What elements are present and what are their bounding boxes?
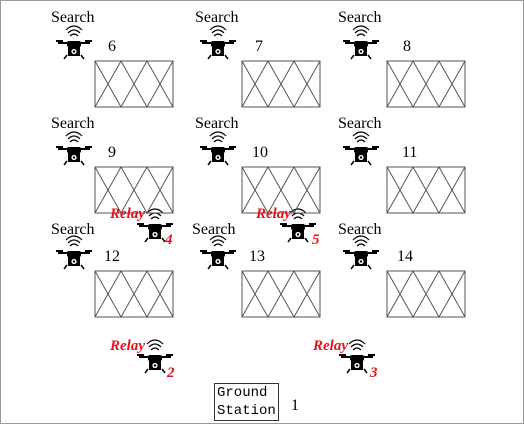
node-number: 11 <box>402 144 418 161</box>
relay-number: 5 <box>312 232 320 248</box>
search-drone-icon <box>342 25 380 60</box>
node-number: 9 <box>108 144 116 161</box>
search-label: Search <box>51 9 95 26</box>
search-label: Search <box>338 9 382 26</box>
search-label: Search <box>338 115 382 132</box>
node-number: 12 <box>104 248 120 265</box>
node-number: 6 <box>108 38 116 55</box>
ground-station-line2: Station <box>217 403 276 419</box>
search-drone-icon <box>55 25 93 60</box>
search-label: Search <box>192 221 236 238</box>
search-area-icon <box>386 270 466 318</box>
relay-label: Relay <box>110 206 145 222</box>
node-number: 14 <box>397 248 413 265</box>
search-drone-icon <box>55 235 93 270</box>
search-area-icon <box>241 270 321 318</box>
search-area-icon <box>241 60 321 108</box>
search-area-icon <box>94 270 174 318</box>
relay-label: Relay <box>110 338 145 354</box>
search-drone-icon <box>199 25 237 60</box>
relay-label: Relay <box>256 206 291 222</box>
search-drone-icon <box>55 131 93 166</box>
search-drone-icon <box>342 131 380 166</box>
search-label: Search <box>338 221 382 238</box>
node-number: 7 <box>255 38 263 55</box>
search-drone-icon <box>342 235 380 270</box>
node-number: 13 <box>249 248 265 265</box>
relay-number: 4 <box>165 232 173 248</box>
relay-number: 2 <box>167 365 175 381</box>
search-drone-icon <box>199 235 237 270</box>
relay-number: 3 <box>370 365 378 381</box>
search-label: Search <box>195 9 239 26</box>
search-area-icon <box>386 166 466 214</box>
ground-station-box: Ground Station <box>214 383 279 421</box>
relay-label: Relay <box>313 338 348 354</box>
search-area-icon <box>94 60 174 108</box>
search-label: Search <box>51 221 95 238</box>
ground-station-line1: Ground <box>217 385 268 401</box>
search-label: Search <box>51 115 95 132</box>
node-number: 8 <box>403 38 411 55</box>
search-area-icon <box>386 60 466 108</box>
search-label: Search <box>195 115 239 132</box>
ground-station-number: 1 <box>291 397 299 414</box>
search-drone-icon <box>199 131 237 166</box>
node-number: 10 <box>252 144 268 161</box>
